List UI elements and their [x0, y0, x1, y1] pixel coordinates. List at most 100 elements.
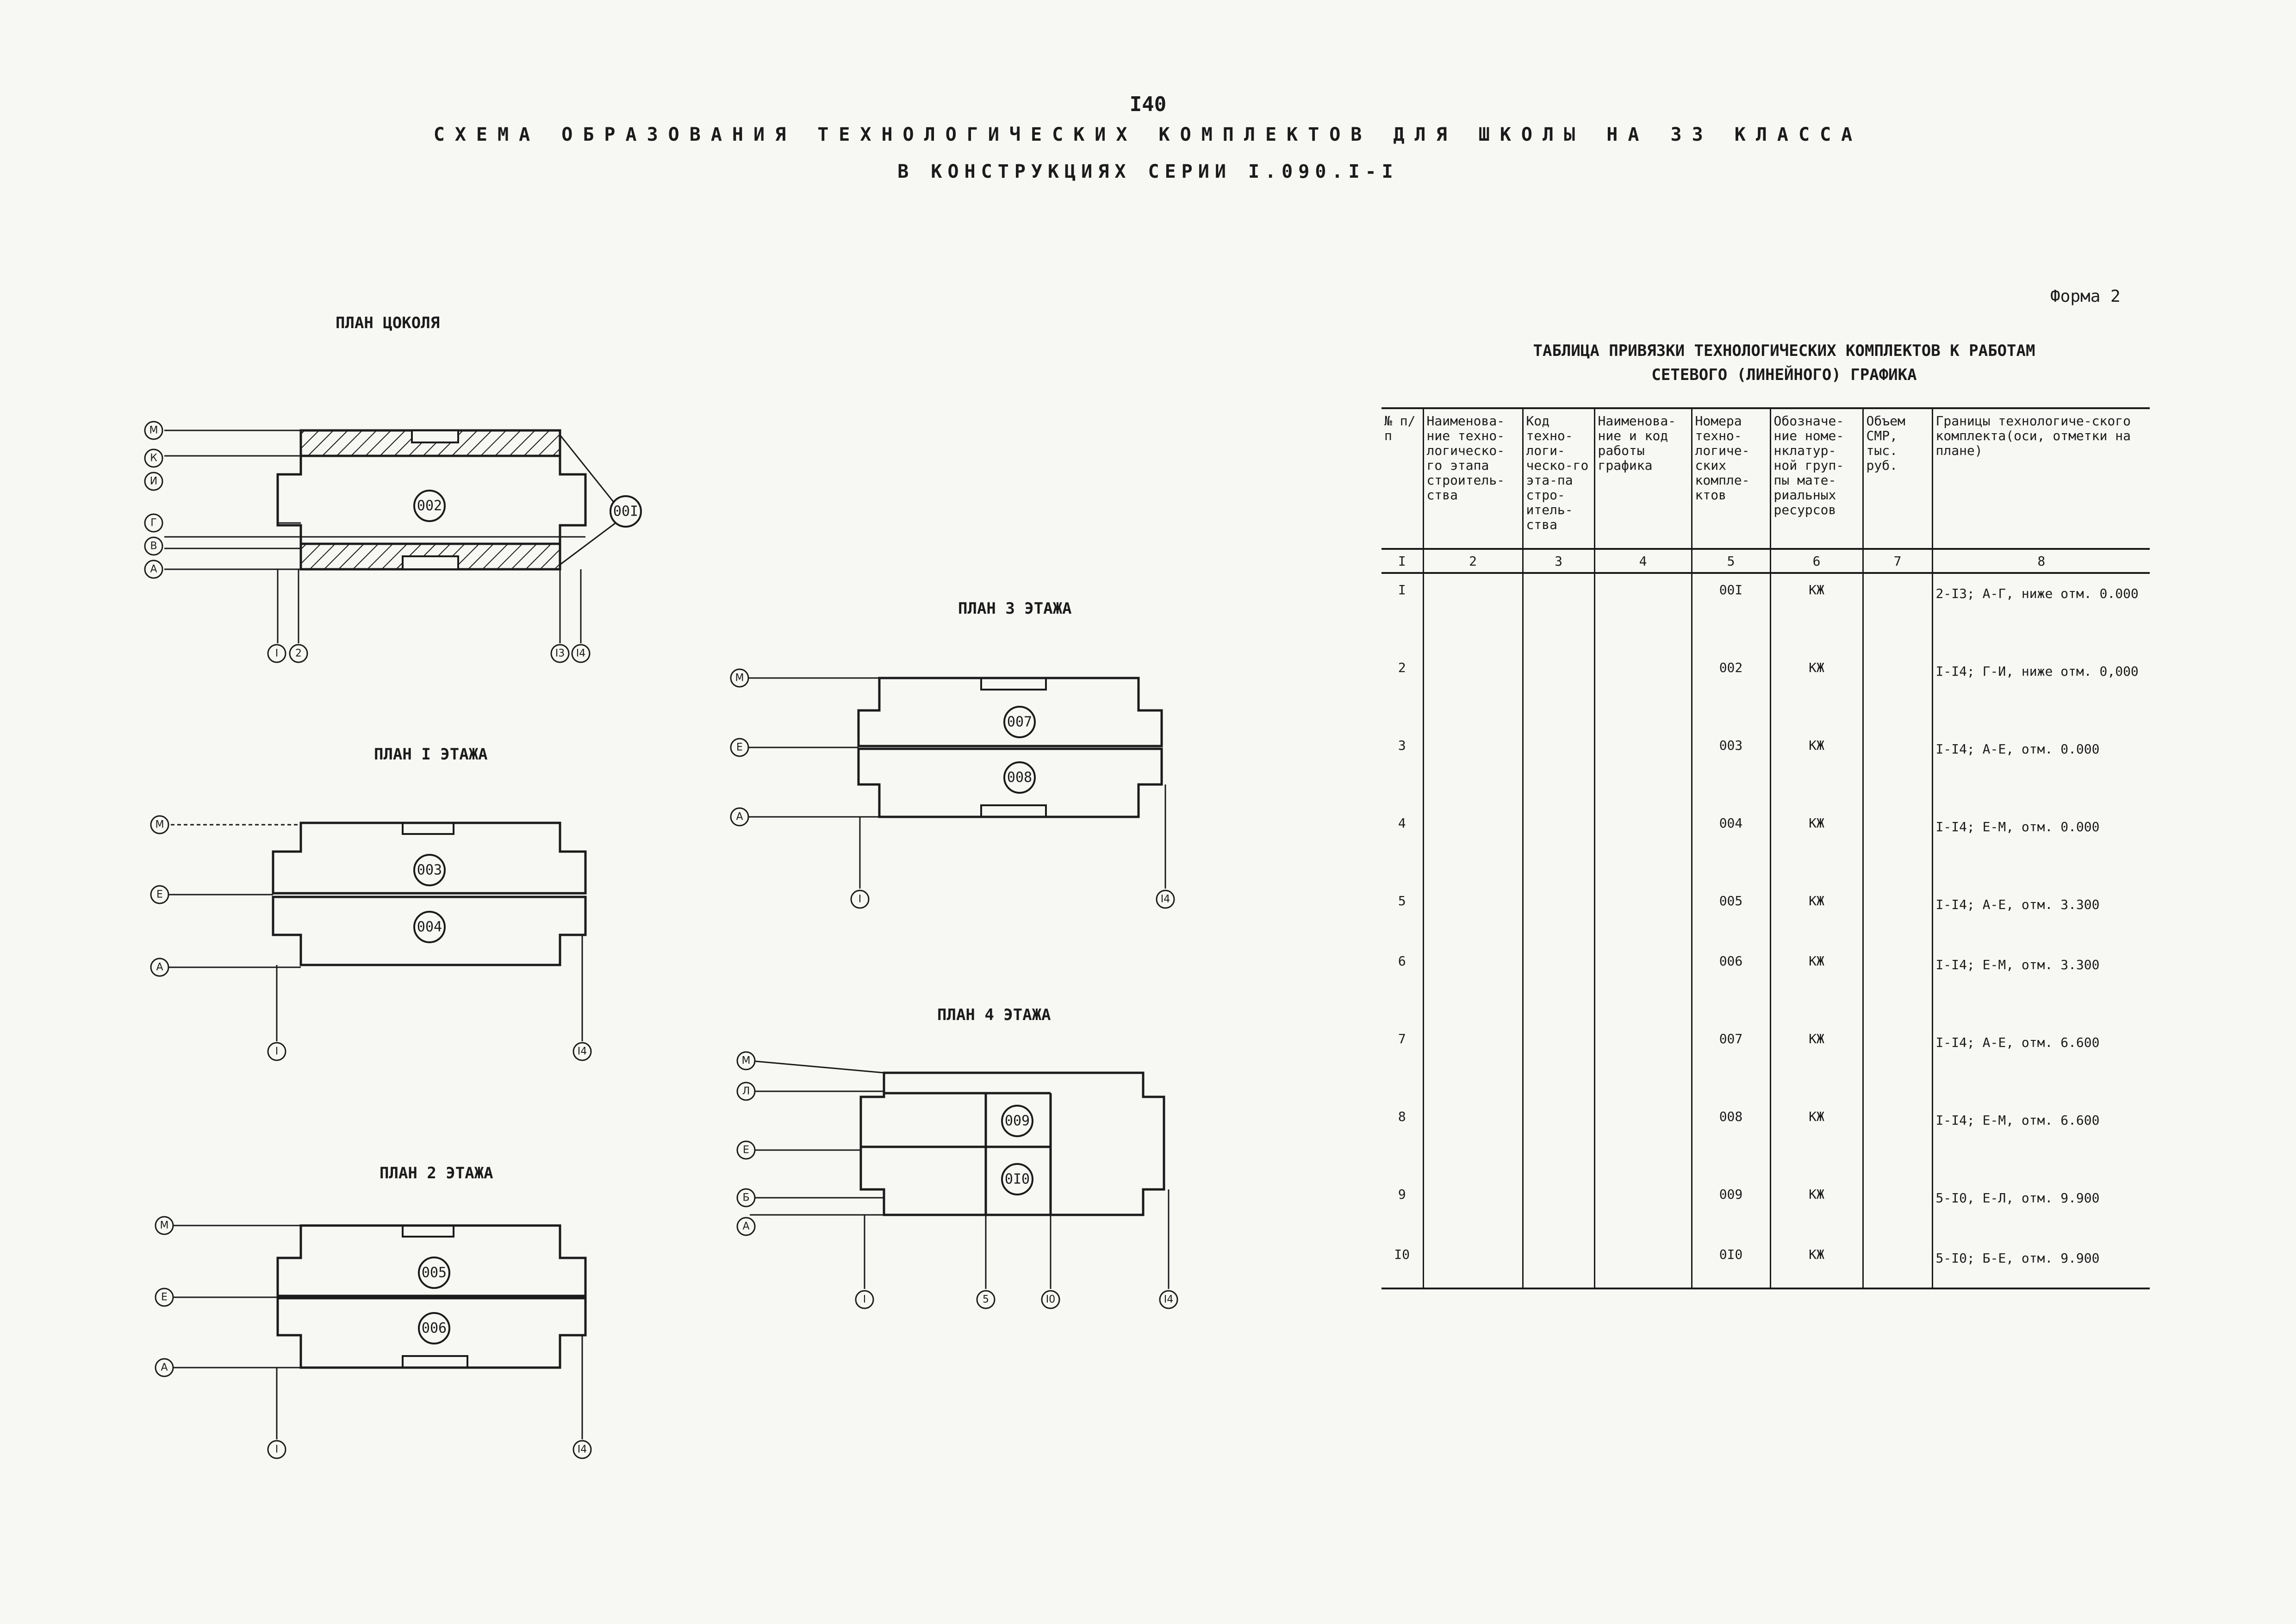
resource-group-cell: КЖ: [1769, 1178, 1863, 1238]
boundaries-cell: 5-I0; Б-Е, отм. 9.900: [1931, 1238, 2150, 1289]
kit-number: 004: [417, 919, 442, 935]
table-column-numbers: I 2 3 4 5 6 7 8: [1381, 548, 2150, 574]
kit-number: 003: [417, 862, 442, 878]
kit-number: 008: [1007, 770, 1032, 786]
axis-label: I0: [1046, 1294, 1056, 1306]
col-number: 6: [1769, 548, 1863, 574]
axis-marker: [571, 644, 591, 663]
row-number: 5: [1398, 893, 1406, 908]
boundaries-cell: I-I4; Е-М, отм. 6.600: [1931, 1101, 2150, 1178]
kit-number-cell: 004: [1691, 807, 1770, 885]
table-row: 8 008 КЖ I-I4; Е-М, отм. 6.600: [1381, 1101, 2150, 1178]
axis-marker: [976, 1290, 996, 1309]
row-number: I0: [1381, 1238, 1423, 1289]
kit-number-cell: 008: [1691, 1101, 1770, 1178]
boundaries-cell: I-I4; А-Е, отм. 3.300: [1931, 885, 2150, 945]
axis-label: I4: [578, 1444, 587, 1456]
page-number: I40: [1129, 93, 1167, 116]
axis-label: А: [156, 962, 163, 973]
plan-basement: М К И Г В А I 2 I3 I4 002 00I: [144, 421, 642, 663]
axis-marker: [144, 472, 163, 491]
axis-label: I: [275, 1444, 279, 1456]
table-row: 7 007 КЖ I-I4; А-Е, отм. 6.600: [1381, 1023, 2150, 1101]
row-number: 8: [1398, 1109, 1406, 1124]
axis-marker: [267, 1042, 286, 1061]
row-number: 2: [1398, 660, 1406, 675]
axis-label: А: [736, 811, 743, 823]
kit-number-cell: 00I: [1691, 573, 1770, 652]
table-row: 9 009 КЖ 5-I0, Е-Л, отм. 9.900: [1381, 1178, 2150, 1238]
kit-number: 0I0: [1005, 1171, 1030, 1188]
resource-group-cell: КЖ: [1769, 945, 1863, 1023]
axis-marker: [155, 1358, 174, 1377]
col-header-resource-group: Обозначе-ние номе-нклатур-ной груп-пы ма…: [1769, 407, 1863, 549]
axis-label: Л: [742, 1086, 750, 1097]
row-number: 9: [1398, 1187, 1406, 1202]
plan-floor2: М Е А I I4 005 006: [155, 1216, 592, 1459]
col-header-volume: Объем СМР, тыс. руб.: [1862, 407, 1932, 549]
axis-label: А: [150, 564, 157, 575]
row-number: 3: [1398, 738, 1406, 753]
kit-number: 006: [422, 1320, 447, 1337]
kit-number-cell: 006: [1691, 945, 1770, 1023]
col-header-stage-name: Наименова-ние техно-логическо-го этапа с…: [1422, 407, 1523, 549]
plan-floor4: М Л Е Б А I 5 I0 I4 009 0I0: [736, 1051, 1178, 1309]
axis-marker: [144, 448, 163, 468]
kit-number: 00I: [613, 504, 638, 520]
table-caption-line1: ТАБЛИЦА ПРИВЯЗКИ ТЕХНОЛОГИЧЕСКИХ КОМПЛЕК…: [1533, 342, 2035, 360]
axis-label: I: [859, 894, 862, 905]
kit-number: 007: [1007, 714, 1032, 730]
axis-marker: [736, 1140, 756, 1160]
table-row: 6 006 КЖ I-I4; Е-М, отм. 3.300: [1381, 945, 2150, 1023]
plan-floor1: М Е А I I4 003 004: [150, 815, 592, 1061]
form-label: Форма 2: [2050, 287, 2121, 306]
table-caption-line2: СЕТЕВОГО (ЛИНЕЙНОГО) ГРАФИКА: [1651, 366, 1917, 384]
axis-marker: [144, 421, 163, 440]
plan-label-basement: ПЛАН ЦОКОЛЯ: [336, 314, 440, 332]
axis-marker: [267, 644, 286, 663]
table-row: 4 004 КЖ I-I4; Е-М, отм. 0.000: [1381, 807, 2150, 885]
axis-marker: [572, 1440, 592, 1459]
kit-number-cell: 002: [1691, 652, 1770, 729]
axis-label: I4: [1164, 1294, 1174, 1306]
row-number: I: [1398, 582, 1406, 597]
axis-marker: [289, 644, 308, 663]
resource-group-cell: КЖ: [1769, 573, 1863, 652]
row-number: 4: [1398, 815, 1406, 831]
axis-marker: [850, 890, 870, 909]
kit-number: 009: [1005, 1113, 1030, 1129]
axis-marker: [267, 1440, 286, 1459]
col-header-boundaries: Границы технологиче-ского комплекта(оси,…: [1931, 407, 2150, 549]
row-number: 7: [1398, 1031, 1406, 1046]
axis-marker: [730, 738, 749, 757]
kit-marker: [1001, 1163, 1033, 1195]
axis-label: I: [275, 1046, 279, 1058]
kit-marker: [413, 911, 446, 943]
boundaries-cell: 5-I0, Е-Л, отм. 9.900: [1931, 1178, 2150, 1238]
kit-marker: [1003, 706, 1036, 738]
col-number: 7: [1862, 548, 1932, 574]
col-number: 5: [1691, 548, 1770, 574]
axis-marker: [1159, 1290, 1178, 1309]
axis-label: 5: [983, 1294, 989, 1306]
document-title: СХЕМА ОБРАЗОВАНИЯ ТЕХНОЛОГИЧЕСКИХ КОМПЛЕ…: [433, 124, 1863, 145]
kit-number-cell: 0I0: [1691, 1238, 1770, 1289]
axis-marker: [144, 536, 163, 556]
col-number: I: [1381, 548, 1423, 574]
axis-marker: [155, 1288, 174, 1307]
axis-label: А: [161, 1362, 168, 1374]
axis-label: М: [149, 425, 158, 436]
axis-label: 2: [295, 648, 302, 660]
table-row: 5 005 КЖ I-I4; А-Е, отм. 3.300: [1381, 885, 2150, 945]
row-number: 6: [1398, 953, 1406, 969]
boundaries-cell: 2-I3; А-Г, ниже отм. 0.000: [1931, 573, 2150, 652]
table-row: 3 003 КЖ I-I4; А-Е, отм. 0.000: [1381, 729, 2150, 807]
boundaries-cell: I-I4; Г-И, ниже отм. 0,000: [1931, 652, 2150, 729]
boundaries-cell: I-I4; А-Е, отм. 6.600: [1931, 1023, 2150, 1101]
plan-label-floor3: ПЛАН 3 ЭТАЖА: [958, 599, 1072, 618]
axis-marker: [144, 513, 163, 533]
kit-marker: [1001, 1105, 1033, 1137]
axis-marker: [550, 644, 570, 663]
col-number: 3: [1522, 548, 1594, 574]
